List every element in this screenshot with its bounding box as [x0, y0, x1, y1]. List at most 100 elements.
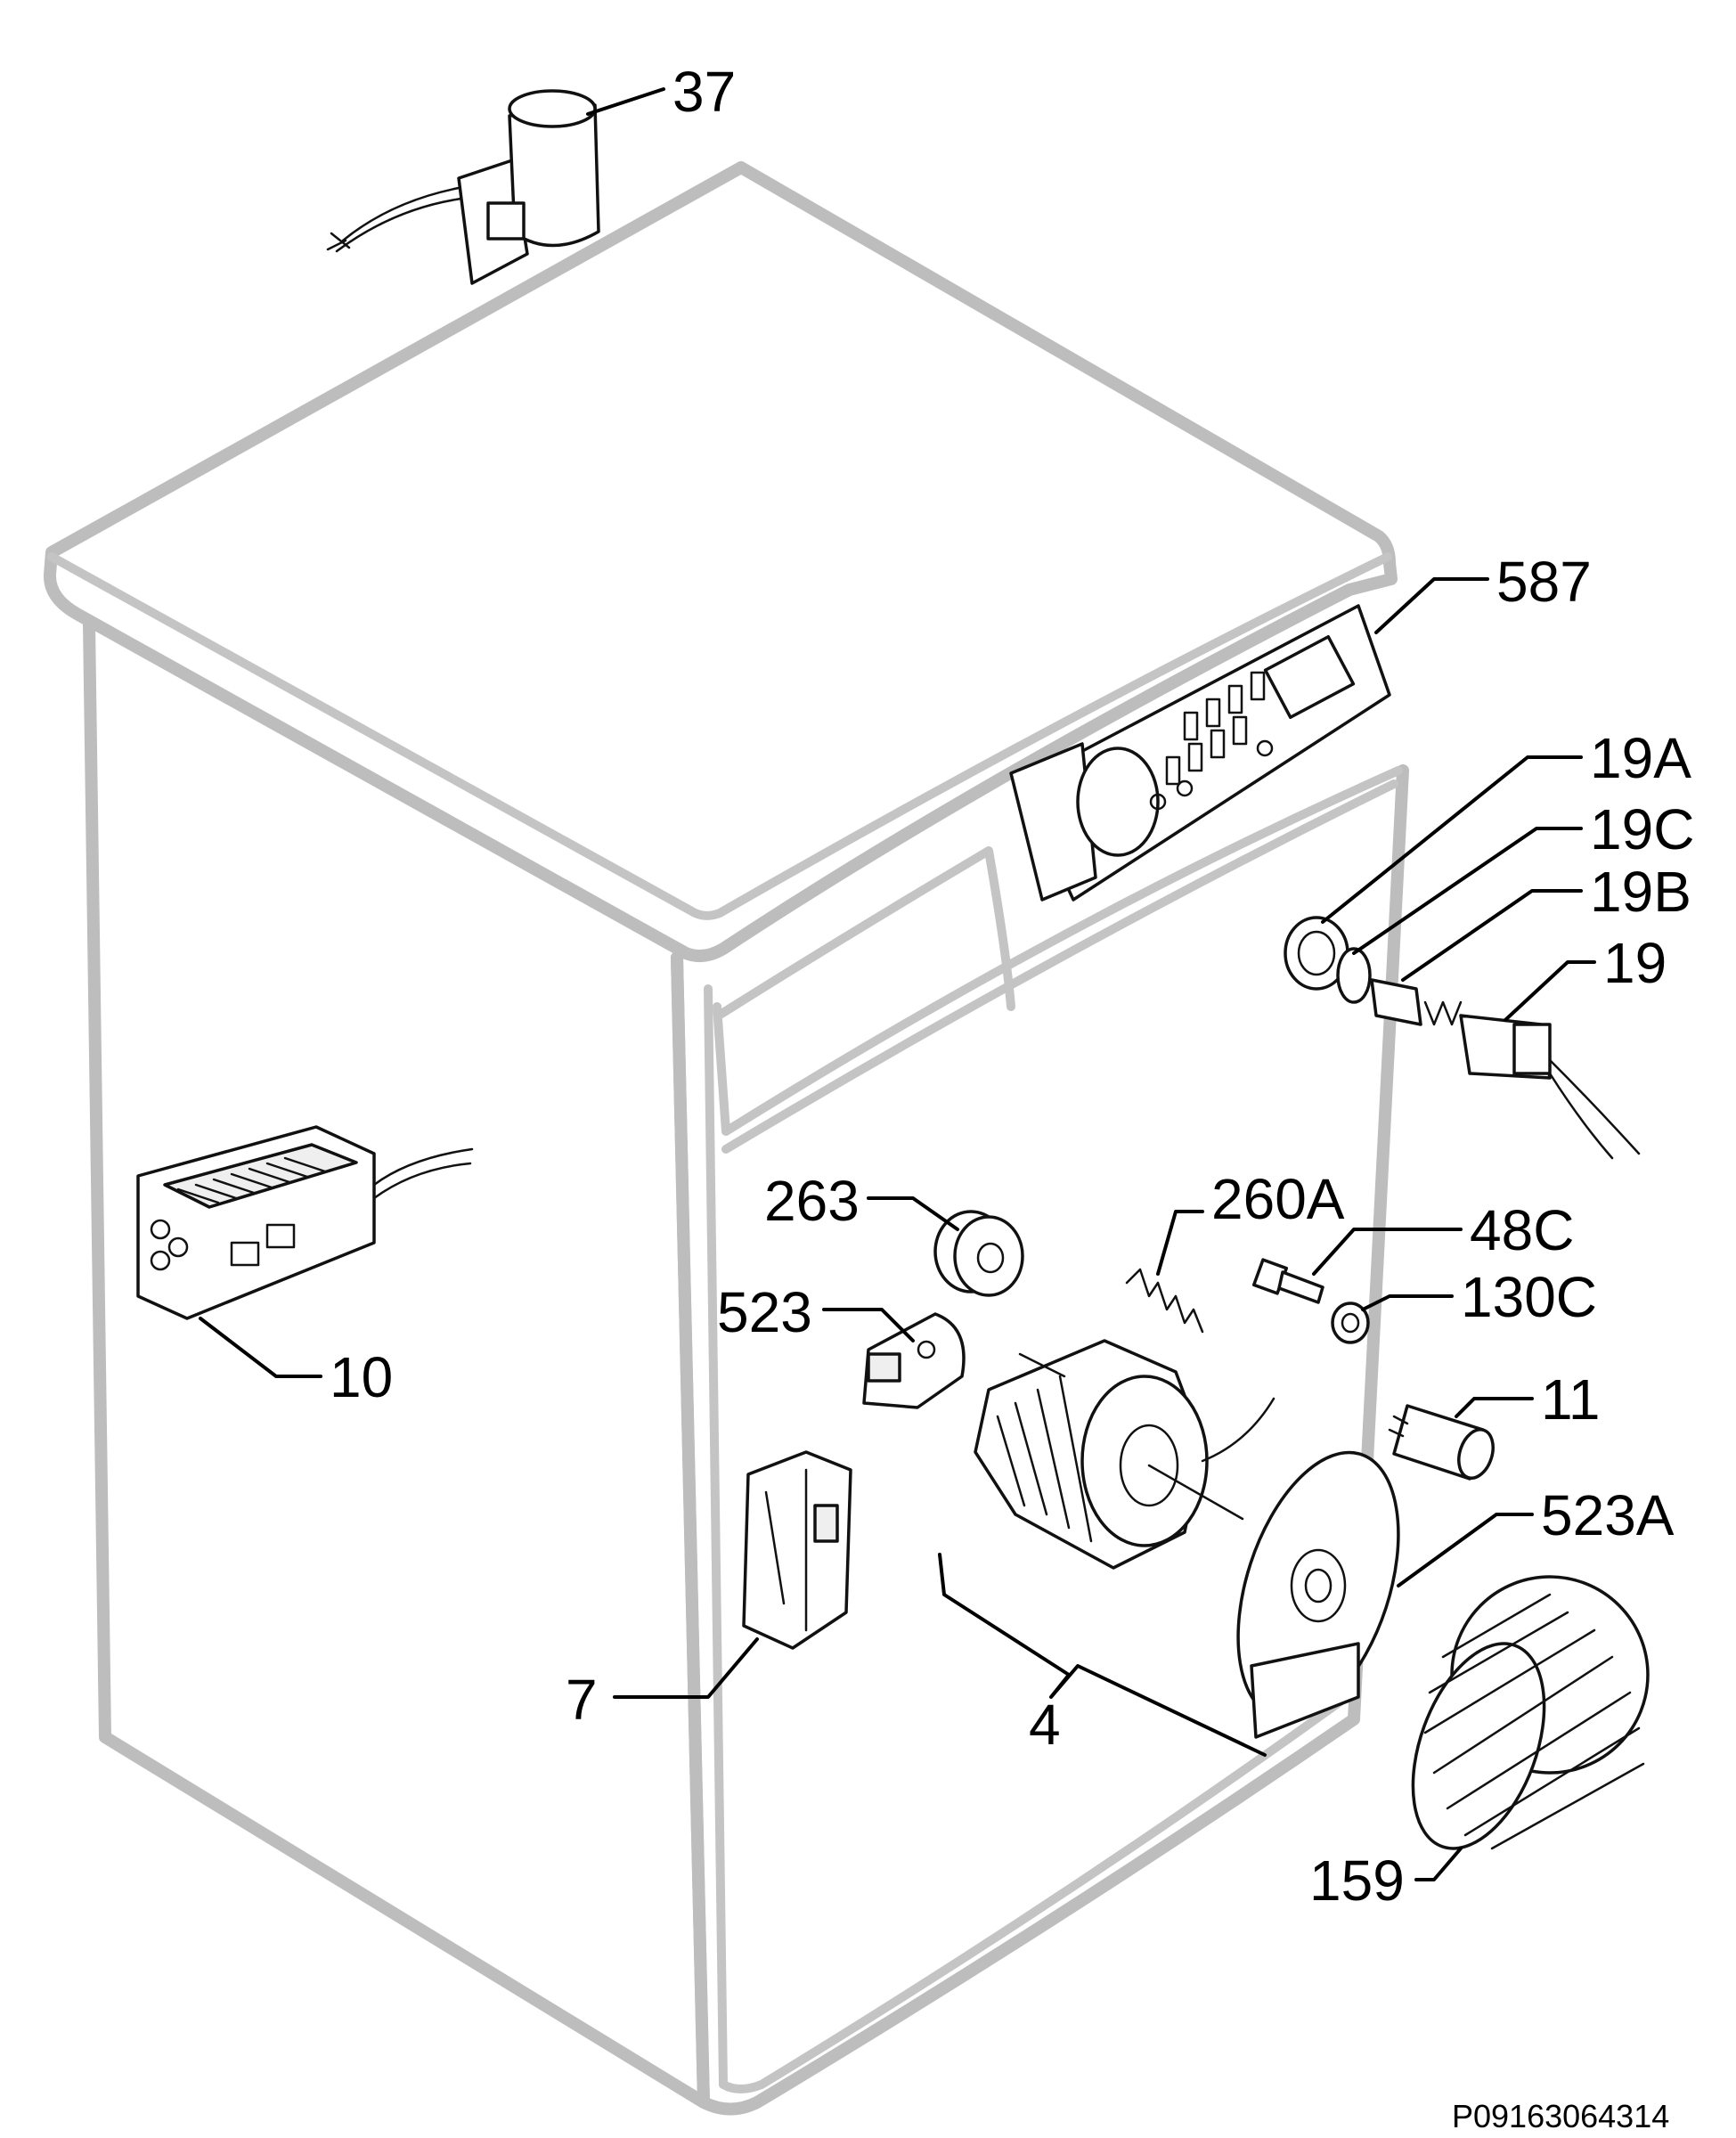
part-19-terminal — [1512, 1023, 1552, 1075]
leader-19 — [1504, 960, 1596, 1022]
motor-endcap-inner — [1119, 1424, 1179, 1507]
bracket-tab — [867, 1352, 901, 1383]
filter-cap — [508, 89, 597, 128]
callout-10: 10 — [330, 1345, 393, 1409]
cabinet-top-edge — [47, 552, 1392, 920]
leader-523 — [822, 1308, 915, 1342]
motor-part — [974, 1339, 1276, 1570]
callout-19a: 19A — [1590, 726, 1691, 790]
part-19-cable — [1548, 1058, 1641, 1155]
part-19c-ring — [1336, 947, 1372, 1004]
callout-11: 11 — [1541, 1367, 1600, 1432]
bushing-part — [1331, 1302, 1370, 1344]
motor-endcap — [1080, 1375, 1209, 1547]
pressure-switch-group — [1284, 916, 1641, 1160]
callout-523a: 523A — [1541, 1483, 1675, 1547]
capacitor-part — [1388, 1404, 1495, 1481]
control-panel-lower-edge — [721, 779, 1398, 1154]
bracket-hole — [917, 1340, 936, 1359]
brush-holder-part — [1251, 1258, 1324, 1304]
part-19-cable-2 — [1548, 1072, 1614, 1160]
heater-coil-lines — [176, 1156, 327, 1204]
capacitor-terminal — [1388, 1415, 1409, 1438]
callout-19: 19 — [1603, 931, 1667, 995]
callout-523: 523 — [717, 1280, 812, 1344]
callout-19b: 19B — [1590, 860, 1691, 924]
leader-10 — [199, 1317, 322, 1378]
cabinet-front-inner — [704, 984, 1345, 2093]
callout-263: 263 — [764, 1169, 860, 1233]
leader-587 — [1374, 577, 1489, 634]
pulley-face — [953, 1215, 1024, 1297]
leader-48c — [1312, 1228, 1463, 1276]
bushing-outer — [1331, 1302, 1370, 1344]
housing-base — [1250, 1642, 1360, 1739]
pulley-part — [933, 1210, 1024, 1297]
drawing-code: P09163064314 — [1452, 2098, 1669, 2134]
callout-4: 4 — [1029, 1693, 1061, 1757]
board-knob-ring — [1076, 747, 1160, 857]
drawer-outline — [717, 846, 1015, 1018]
filter-cable-2 — [335, 196, 469, 253]
motor-wire — [1201, 1397, 1276, 1463]
spring-part — [1125, 1268, 1204, 1334]
leader-263 — [867, 1196, 959, 1231]
control-board-part — [1009, 604, 1391, 902]
leader-523a — [1397, 1513, 1534, 1587]
board-display — [1263, 634, 1356, 720]
part-19b-spring — [1423, 1000, 1463, 1026]
capacitor-end — [1457, 1428, 1495, 1480]
callout-37: 37 — [672, 60, 736, 124]
cabinet-left-side — [83, 617, 710, 2109]
motor-bracket-part — [862, 1312, 966, 1409]
callout-260a: 260A — [1211, 1167, 1345, 1231]
filter-cable — [341, 185, 465, 242]
control-panel-band — [713, 766, 1403, 1136]
cabinet-front — [671, 764, 1409, 2116]
board-knob-housing — [1009, 742, 1097, 902]
heater-wire — [372, 1147, 474, 1187]
appliance-cabinet — [44, 161, 1409, 2116]
door-lock-front — [764, 1468, 808, 1632]
leader-260a — [1156, 1210, 1204, 1276]
housing-hub-inner — [1304, 1568, 1333, 1604]
cabinet-top — [44, 161, 1398, 963]
leader-19c — [1352, 827, 1583, 955]
motor-fins — [996, 1375, 1093, 1543]
part-19b-sleeve — [1370, 978, 1422, 1026]
callout-7: 7 — [566, 1668, 598, 1732]
callout-159: 159 — [1309, 1848, 1405, 1913]
impeller-front — [1411, 1642, 1546, 1850]
housing-hub — [1290, 1548, 1347, 1623]
impeller-blades — [1423, 1593, 1645, 1850]
bracket-body — [862, 1312, 966, 1409]
door-lock-connector — [813, 1504, 839, 1543]
heater-wire-2 — [372, 1162, 472, 1200]
filter-clamp — [486, 201, 526, 241]
leader-19b — [1401, 889, 1583, 982]
board-components — [1149, 671, 1274, 811]
fan-housing-part — [1236, 1450, 1400, 1739]
motor-shaft — [1147, 1464, 1244, 1521]
door-lock-part — [742, 1450, 852, 1650]
bushing-inner — [1341, 1312, 1360, 1334]
heater-terminals — [150, 1219, 296, 1271]
fan-impeller-part — [1411, 1575, 1650, 1850]
interference-filter-part — [326, 89, 600, 285]
part-19a-cap-inner — [1297, 930, 1336, 976]
door-lock-body — [742, 1450, 852, 1650]
pulley-hub — [976, 1242, 1005, 1274]
leader-159 — [1414, 1847, 1463, 1881]
callout-587: 587 — [1496, 550, 1592, 614]
leader-4 — [938, 1553, 1267, 1757]
callout-130c: 130C — [1461, 1265, 1597, 1329]
callout-48c: 48C — [1470, 1198, 1574, 1262]
leader-19a — [1321, 755, 1583, 924]
leader-130c — [1361, 1294, 1454, 1311]
callout-labels: 37 587 19A 19C 19B 19 10 263 260A 48C 52… — [330, 60, 1694, 1913]
leader-7 — [613, 1637, 759, 1699]
brush-shaft — [1277, 1270, 1324, 1304]
cable-end-icon — [326, 232, 351, 251]
heater-part — [136, 1125, 474, 1320]
